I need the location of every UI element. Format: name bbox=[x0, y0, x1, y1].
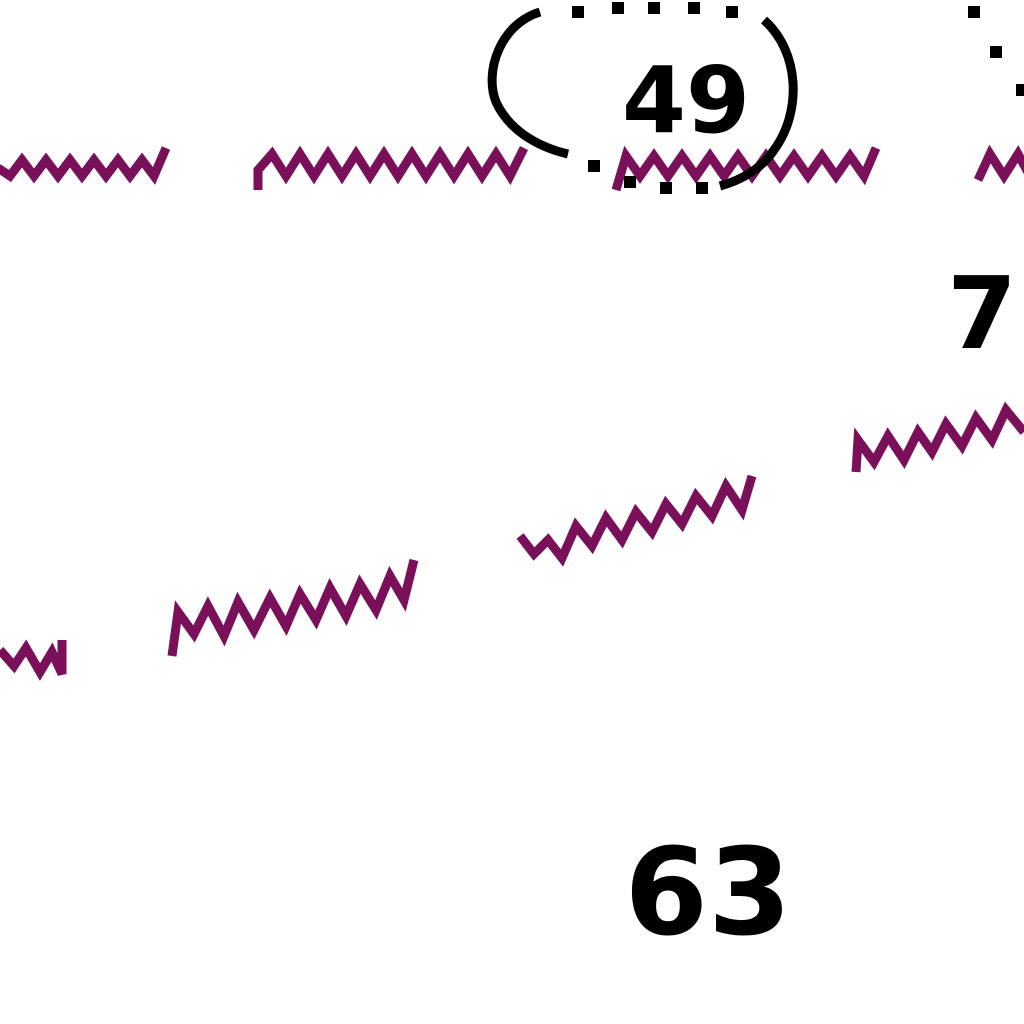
sounding-49-label: 49 bbox=[622, 47, 750, 154]
depth-contour-solid-arc bbox=[718, 16, 798, 191]
sounding-7-label: 7 bbox=[947, 255, 1017, 372]
boundary-line-diagonal bbox=[0, 401, 1024, 681]
depth-contour-dots bbox=[572, 2, 1024, 194]
boundary-segment bbox=[973, 144, 1024, 185]
depth-contour bbox=[487, 2, 1024, 194]
boundary-segment bbox=[851, 401, 1024, 473]
boundary-segment bbox=[167, 558, 419, 657]
boundary-segment bbox=[0, 146, 171, 185]
boundary-segment bbox=[611, 145, 881, 192]
boundary-segment bbox=[0, 639, 67, 681]
boundary-line-top bbox=[0, 144, 1024, 192]
depth-contour-solid-arc bbox=[487, 7, 570, 159]
boundary-segment bbox=[253, 145, 529, 190]
sounding-63-label: 63 bbox=[625, 824, 792, 963]
boundary-segment bbox=[516, 474, 757, 567]
